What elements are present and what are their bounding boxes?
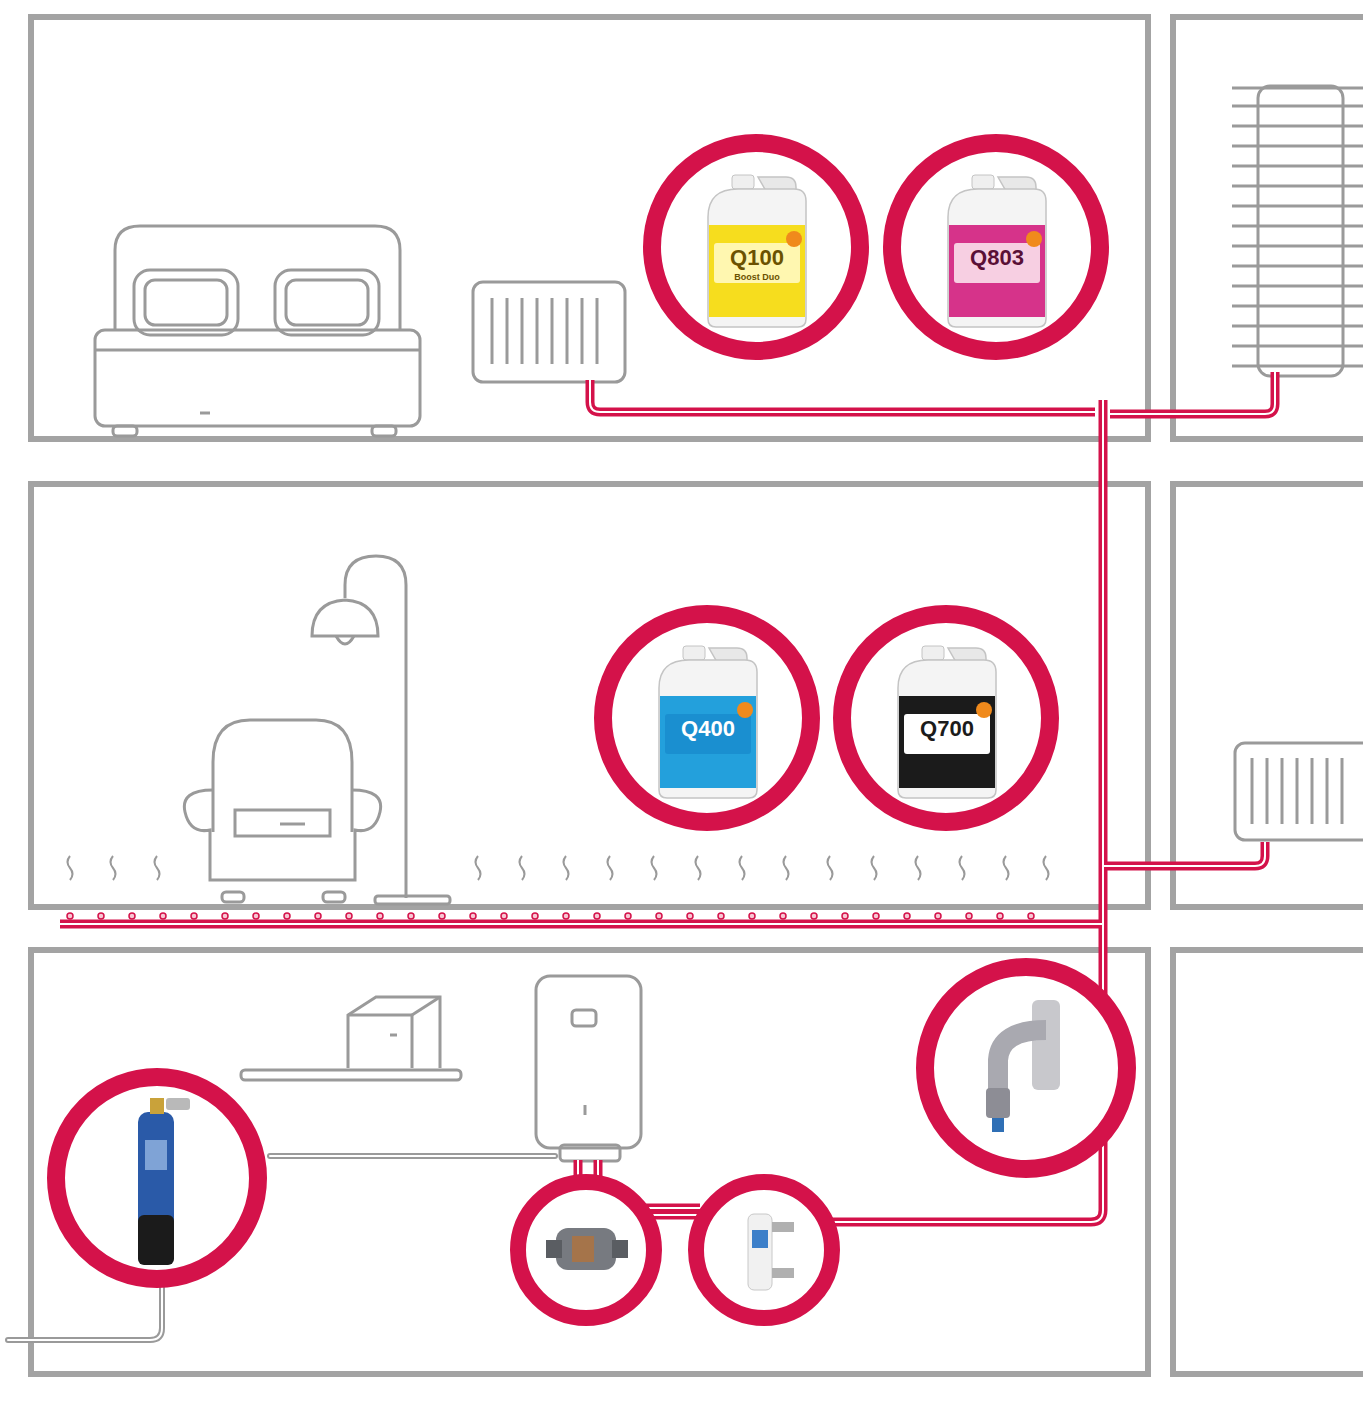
floor-heating-dot <box>873 913 879 919</box>
magnetic-filter-circle <box>925 967 1127 1169</box>
dirt-separator-circle <box>518 1182 654 1318</box>
heat-wave <box>155 856 160 880</box>
product-name: Q700 <box>918 716 976 742</box>
product-name: Q400 <box>679 716 737 742</box>
heat-wave <box>696 856 701 880</box>
heating-pipe <box>60 372 1275 1222</box>
heat-wave <box>828 856 833 880</box>
floor-heating-dot <box>532 913 538 919</box>
room-outline <box>1173 17 1363 439</box>
floor-heating-dot <box>935 913 941 919</box>
lamp-armchair-icon <box>184 556 450 904</box>
floor-heating-dot <box>346 913 352 919</box>
room-outline <box>31 950 1148 1374</box>
product-subtitle: Boost Duo <box>732 272 782 282</box>
floor-heating-dot <box>253 913 259 919</box>
floor-heating-dot <box>377 913 383 919</box>
heat-wave <box>608 856 613 880</box>
floor-heating-dot <box>749 913 755 919</box>
heat-wave <box>1044 856 1049 880</box>
heat-waves <box>68 856 1049 880</box>
product-circle: Q400 <box>593 604 821 832</box>
room-outline <box>31 484 1148 907</box>
product-circle: Q700 <box>832 604 1060 832</box>
product-circle: Q100Boost Duo <box>642 133 870 361</box>
filter-circle <box>56 1077 258 1279</box>
floor-heating-dot <box>160 913 166 919</box>
floor-heating-dot <box>501 913 507 919</box>
radiator-icon <box>473 282 625 382</box>
floor-heating-dots <box>67 913 1034 919</box>
floor-heating-dot <box>98 913 104 919</box>
floor-heating-dot <box>439 913 445 919</box>
floor-heating-dot <box>625 913 631 919</box>
floor-heating-dot <box>315 913 321 919</box>
shelf-boiler-icon <box>241 976 641 1161</box>
floor-heating-dot <box>997 913 1003 919</box>
floor-heating-dot <box>563 913 569 919</box>
floor-heating-dot <box>656 913 662 919</box>
floor-heating-dot <box>470 913 476 919</box>
floor-heating-dot <box>408 913 414 919</box>
heat-wave <box>784 856 789 880</box>
floor-heating-dot <box>191 913 197 919</box>
room-outline <box>31 17 1148 439</box>
floor-heating-dot <box>594 913 600 919</box>
bed-icon <box>95 226 420 436</box>
heat-wave <box>872 856 877 880</box>
product-circle: Q803 <box>882 133 1110 361</box>
floor-heating-dot <box>129 913 135 919</box>
heat-wave <box>960 856 965 880</box>
floor-heating-dot <box>904 913 910 919</box>
scale-reducer-circle <box>696 1182 832 1318</box>
heat-wave <box>68 856 73 880</box>
heat-wave <box>564 856 569 880</box>
room-outline <box>1173 950 1363 1374</box>
floor-heating-dot <box>67 913 73 919</box>
heat-wave <box>111 856 116 880</box>
heat-wave <box>740 856 745 880</box>
heat-wave <box>652 856 657 880</box>
floor-heating-dot <box>222 913 228 919</box>
product-name: Q100 <box>728 245 786 271</box>
floor-heating-dot <box>718 913 724 919</box>
floor-heating-dot <box>811 913 817 919</box>
heat-wave <box>476 856 481 880</box>
towel-rail-icon <box>1232 86 1363 376</box>
product-name: Q803 <box>968 245 1026 271</box>
floor-heating-dot <box>780 913 786 919</box>
floor-heating-dot <box>966 913 972 919</box>
heat-wave <box>1004 856 1009 880</box>
floor-heating-dot <box>1028 913 1034 919</box>
floor-heating-dot <box>687 913 693 919</box>
heat-wave <box>520 856 525 880</box>
heat-wave <box>916 856 921 880</box>
floor-heating-dot <box>284 913 290 919</box>
floor-heating-dot <box>842 913 848 919</box>
radiator-icon <box>1235 743 1363 840</box>
